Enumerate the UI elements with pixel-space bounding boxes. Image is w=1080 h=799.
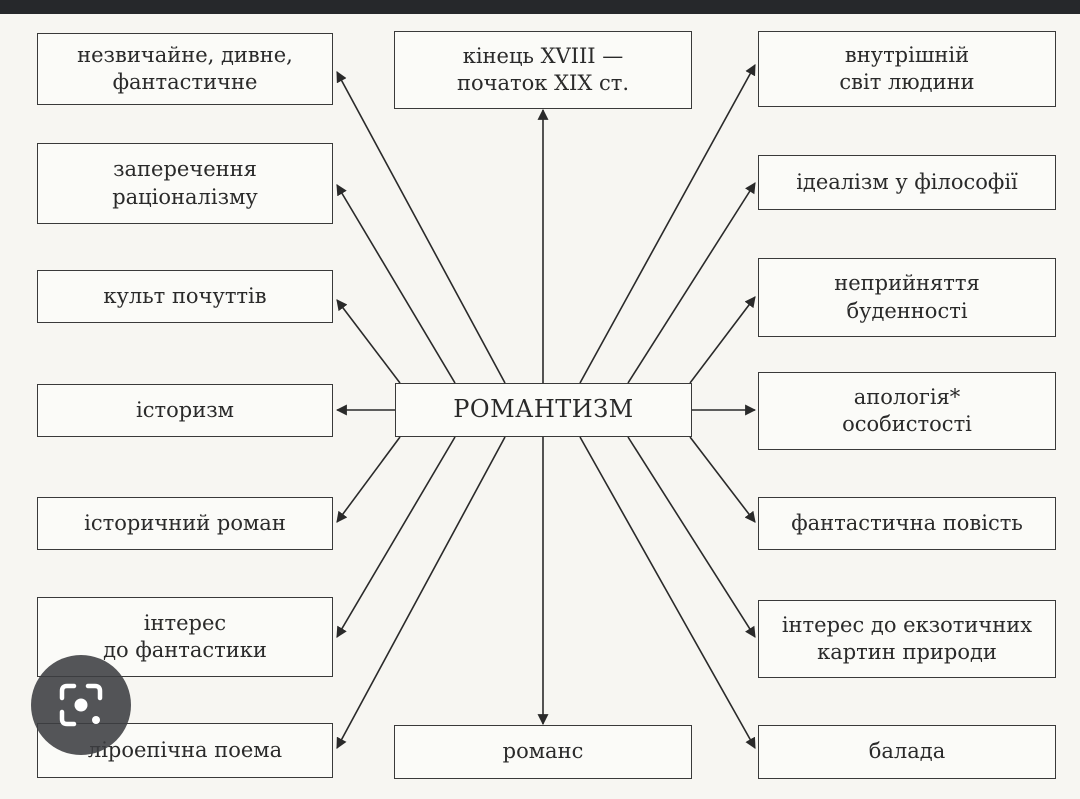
node-historical-novel: історичний роман: [37, 497, 333, 550]
arrow-to-l5: [336, 436, 401, 523]
node-ballad: балада: [758, 725, 1056, 779]
node-inner-world-of-man: внутрішній світ людини: [758, 31, 1056, 107]
node-unusual-strange-fantastic: незвичайне, дивне, фантастичне: [37, 33, 333, 105]
node-idealism-in-philosophy: ідеалізм у філософії: [758, 155, 1056, 210]
node-interest-in-exotic-nature: інтерес до екзотичних картин природи: [758, 600, 1056, 678]
arrow-to-l6: [336, 436, 456, 638]
arrow-to-r5: [689, 436, 756, 523]
arrow-to-r3: [689, 296, 756, 384]
node-cult-of-feelings: культ почуттів: [37, 270, 333, 323]
arrow-to-r2: [627, 182, 756, 384]
node-fantastic-story: фантастична повість: [758, 497, 1056, 550]
arrow-to-r6: [627, 436, 756, 638]
node-interest-in-fantasy: інтерес до фантастики: [37, 597, 333, 677]
node-rejection-of-everyday: неприйняття буденності: [758, 258, 1056, 337]
lens-search-button[interactable]: [31, 655, 131, 755]
node-apology-of-personality: апологія* особистості: [758, 372, 1056, 450]
node-historicism: історизм: [37, 384, 333, 437]
node-romanticism-center: РОМАНТИЗМ: [395, 383, 692, 437]
arrow-to-l1: [336, 71, 506, 384]
top-bar: [0, 0, 1080, 14]
arrow-to-l7: [336, 436, 506, 749]
node-denial-of-rationalism: заперечення раціоналізму: [37, 143, 333, 224]
node-romance: романс: [394, 725, 692, 779]
arrow-to-l2: [336, 184, 456, 384]
lens-search-icon: [59, 683, 103, 727]
arrow-to-r7: [579, 436, 756, 749]
arrow-to-r1: [579, 64, 756, 384]
arrow-to-l3: [336, 299, 401, 384]
node-period: кінець XVIII — початок XIX ст.: [394, 31, 692, 109]
